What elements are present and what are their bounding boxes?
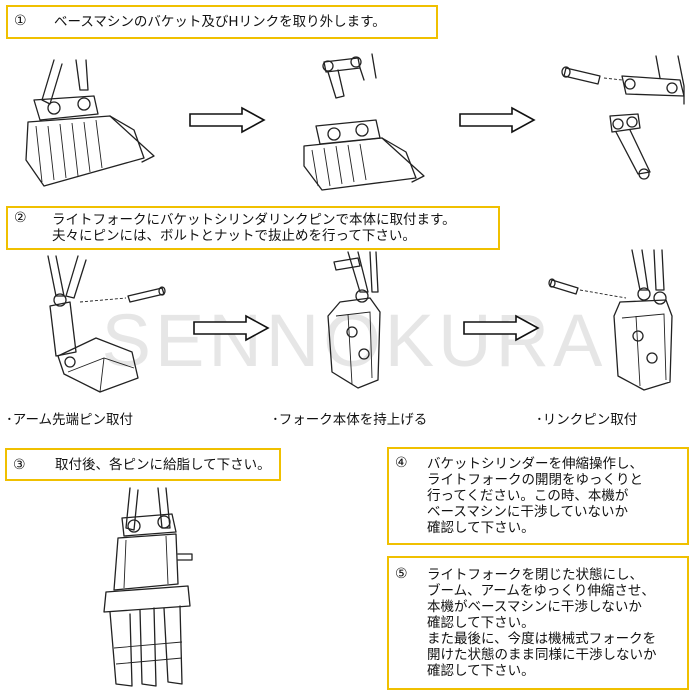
step-4-text: バケットシリンダーを伸縮操作し、 ライトフォークの開閉をゆっくりと 行ってくださ…	[427, 456, 643, 536]
step-5-box: ⑤ ライトフォークを閉じた状態にし、 ブーム、アームをゆっくり伸縮させ、 本機が…	[387, 556, 689, 690]
step-3-text: 取付後、各ピンに給脂して下さい。	[55, 457, 271, 473]
link-pin-attach-illustration	[548, 249, 673, 391]
step-3-line: 取付後、各ピンに給脂して下さい。	[55, 457, 271, 473]
step-5-line: ブーム、アームをゆっくり伸縮させ、	[427, 583, 655, 599]
arrow-right-icon	[193, 314, 270, 342]
step-3-box: ③ 取付後、各ピンに給脂して下さい。	[5, 448, 281, 481]
step-5-line: 開けた状態のまま同様に干渉しないか	[427, 647, 657, 663]
step-1-text: ベースマシンのバケット及びHリンクを取り外します。	[54, 14, 386, 30]
step-1-line: ベースマシンのバケット及びHリンクを取り外します。	[54, 14, 386, 30]
caption-arm-pin: ･アーム先端ピン取付	[6, 412, 134, 428]
caption-link-pin: ･リンクピン取付	[536, 412, 638, 428]
step-5-line: ライトフォークを閉じた状態にし、	[427, 567, 643, 583]
step-2-line: ライトフォークにバケットシリンダリンクピンで本体に取付ます。	[52, 212, 456, 228]
step-5-line: 確認して下さい。	[427, 663, 535, 679]
step-4-number: ④	[395, 455, 408, 471]
step-5-line: また最後に、今度は機械式フォークを	[427, 631, 657, 647]
mounted-fork-illustration	[103, 487, 193, 687]
step-5-number: ⑤	[395, 566, 408, 582]
step-2-box: ② ライトフォークにバケットシリンダリンクピンで本体に取付ます。 夫々にピンには…	[6, 206, 500, 250]
caption-fork-lift: ･フォーク本体を持上げる	[272, 412, 428, 428]
step-2-text: ライトフォークにバケットシリンダリンクピンで本体に取付ます。 夫々にピンには、ボ…	[52, 212, 456, 244]
h-link-removal-illustration	[303, 53, 425, 191]
arrow-right-icon	[459, 106, 536, 134]
step-3-number: ③	[13, 457, 26, 473]
step-1-number: ①	[14, 13, 27, 29]
arrow-right-icon	[189, 106, 266, 134]
step-4-line: 行ってください。この時、本機が	[427, 488, 629, 504]
step-5-text: ライトフォークを閉じた状態にし、 ブーム、アームをゆっくり伸縮させ、 本機がベー…	[427, 567, 657, 679]
bucket-attached-illustration	[25, 59, 155, 187]
step-4-line: ベースマシンに干渉していないか	[427, 504, 629, 520]
step-4-line: バケットシリンダーを伸縮操作し、	[427, 456, 643, 472]
step-4-box: ④ バケットシリンダーを伸縮操作し、 ライトフォークの開閉をゆっくりと 行ってく…	[387, 447, 689, 545]
arm-pin-attach-illustration	[47, 255, 166, 393]
step-5-line: 確認して下さい。	[427, 615, 535, 631]
step-4-line: ライトフォークの開閉をゆっくりと	[427, 472, 643, 488]
detached-link-illustration	[561, 55, 685, 180]
step-5-line: 本機がベースマシンに干渉しないか	[427, 599, 642, 615]
step-4-line: 確認して下さい。	[427, 520, 535, 536]
step-1-box: ① ベースマシンのバケット及びHリンクを取り外します。	[6, 5, 438, 39]
step-2-number: ②	[14, 210, 27, 226]
arrow-right-icon	[463, 314, 540, 342]
fork-lift-illustration	[327, 251, 381, 389]
step-2-line: 夫々にピンには、ボルトとナットで抜止めを行って下さい。	[52, 228, 416, 244]
